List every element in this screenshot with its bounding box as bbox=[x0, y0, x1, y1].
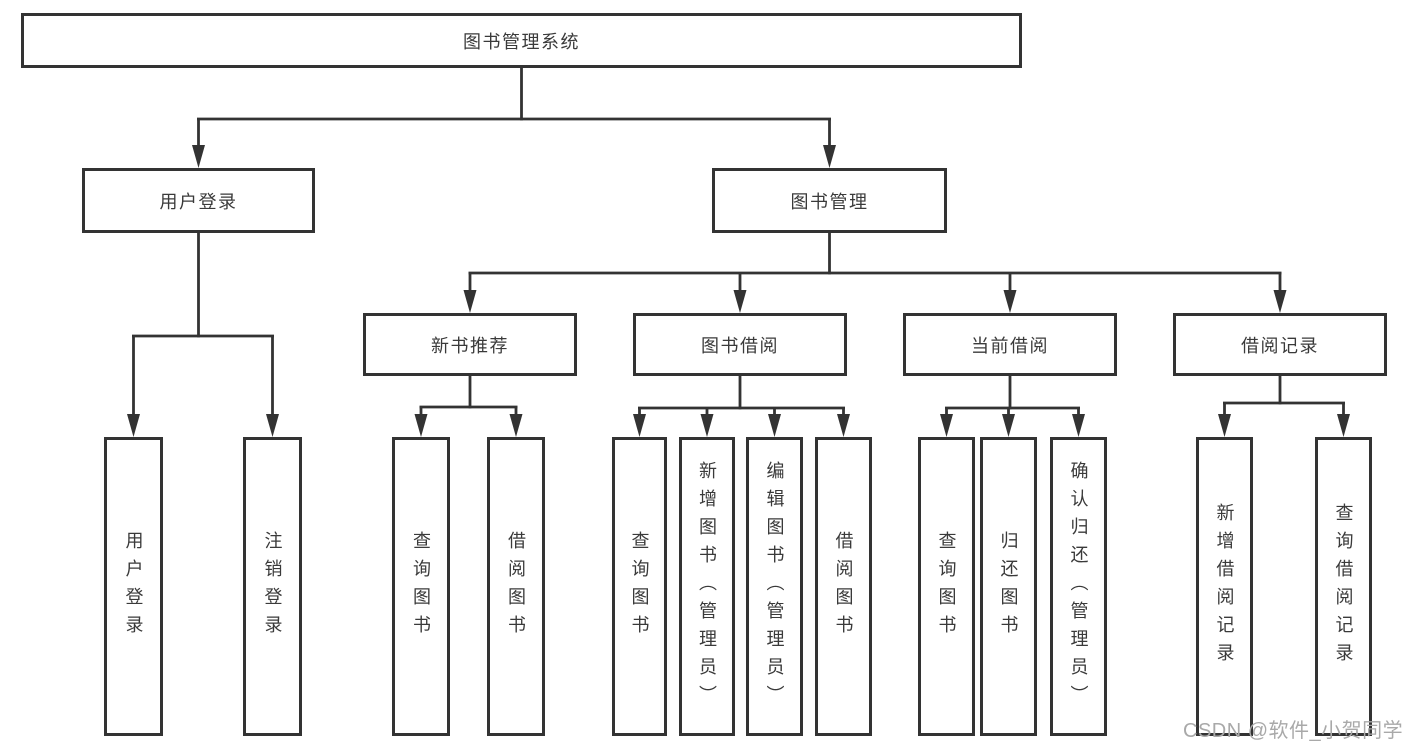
connector-borrow-to-leaves bbox=[633, 376, 850, 437]
leaf-borrow-books: 借阅图书 bbox=[815, 437, 872, 736]
connector-mgmt-to-level3 bbox=[463, 233, 1287, 313]
node-user-login: 用户登录 bbox=[82, 168, 315, 233]
leaf-return-books: 归还图书 bbox=[980, 437, 1037, 736]
leaf-label: 查询图书 bbox=[629, 530, 650, 643]
leaf-label: 借阅图书 bbox=[506, 530, 526, 643]
node-current-borrow: 当前借阅 bbox=[903, 313, 1117, 376]
leaf-logout: 注销登录 bbox=[243, 437, 302, 736]
leaf-label: 注销登录 bbox=[262, 530, 283, 643]
leaf-label: 新增借阅记录 bbox=[1214, 502, 1235, 671]
leaf-label: 查询图书 bbox=[411, 530, 431, 643]
leaf-label: 用户登录 bbox=[123, 530, 144, 643]
node-label: 当前借阅 bbox=[971, 335, 1049, 356]
leaf-label: 确认归还（管理员） bbox=[1068, 460, 1089, 713]
leaf-query-books-borrow: 查询图书 bbox=[612, 437, 667, 736]
leaf-label: 查询借阅记录 bbox=[1333, 502, 1354, 671]
csdn-watermark: CSDN @软件_小贺同学 bbox=[1183, 720, 1404, 742]
connector-records-to-leaves bbox=[1218, 376, 1350, 437]
connector-current-to-leaves bbox=[940, 376, 1085, 437]
connector-root-to-level2 bbox=[192, 68, 836, 168]
leaf-label: 归还图书 bbox=[998, 530, 1019, 643]
leaf-edit-book-admin: 编辑图书（管理员） bbox=[746, 437, 803, 736]
node-root-system: 图书管理系统 bbox=[21, 13, 1022, 68]
node-book-borrow: 图书借阅 bbox=[633, 313, 847, 376]
leaf-query-books-current: 查询图书 bbox=[918, 437, 975, 736]
leaf-add-borrow-record: 新增借阅记录 bbox=[1196, 437, 1253, 736]
leaf-user-login: 用户登录 bbox=[104, 437, 163, 736]
leaf-label: 新增图书（管理员） bbox=[697, 460, 717, 713]
leaf-query-borrow-record: 查询借阅记录 bbox=[1315, 437, 1372, 736]
leaf-confirm-return-admin: 确认归还（管理员） bbox=[1050, 437, 1107, 736]
node-label: 图书管理 bbox=[790, 191, 869, 212]
node-label: 图书管理系统 bbox=[463, 31, 580, 52]
node-new-book-recommend: 新书推荐 bbox=[363, 313, 577, 376]
leaf-add-book-admin: 新增图书（管理员） bbox=[679, 437, 735, 736]
leaf-label: 查询图书 bbox=[936, 530, 957, 643]
node-borrow-records: 借阅记录 bbox=[1173, 313, 1387, 376]
leaf-query-books-recommend: 查询图书 bbox=[392, 437, 450, 736]
leaf-borrow-books-recommend: 借阅图书 bbox=[487, 437, 545, 736]
node-label: 新书推荐 bbox=[431, 335, 509, 356]
connector-login-to-leaves bbox=[127, 233, 279, 437]
node-label: 借阅记录 bbox=[1241, 335, 1319, 356]
leaf-label: 编辑图书（管理员） bbox=[764, 460, 785, 713]
node-book-management: 图书管理 bbox=[712, 168, 947, 233]
node-label: 用户登录 bbox=[159, 191, 238, 212]
node-label: 图书借阅 bbox=[701, 335, 779, 356]
leaf-label: 借阅图书 bbox=[833, 530, 854, 643]
connector-recommend-to-leaves bbox=[414, 376, 523, 437]
